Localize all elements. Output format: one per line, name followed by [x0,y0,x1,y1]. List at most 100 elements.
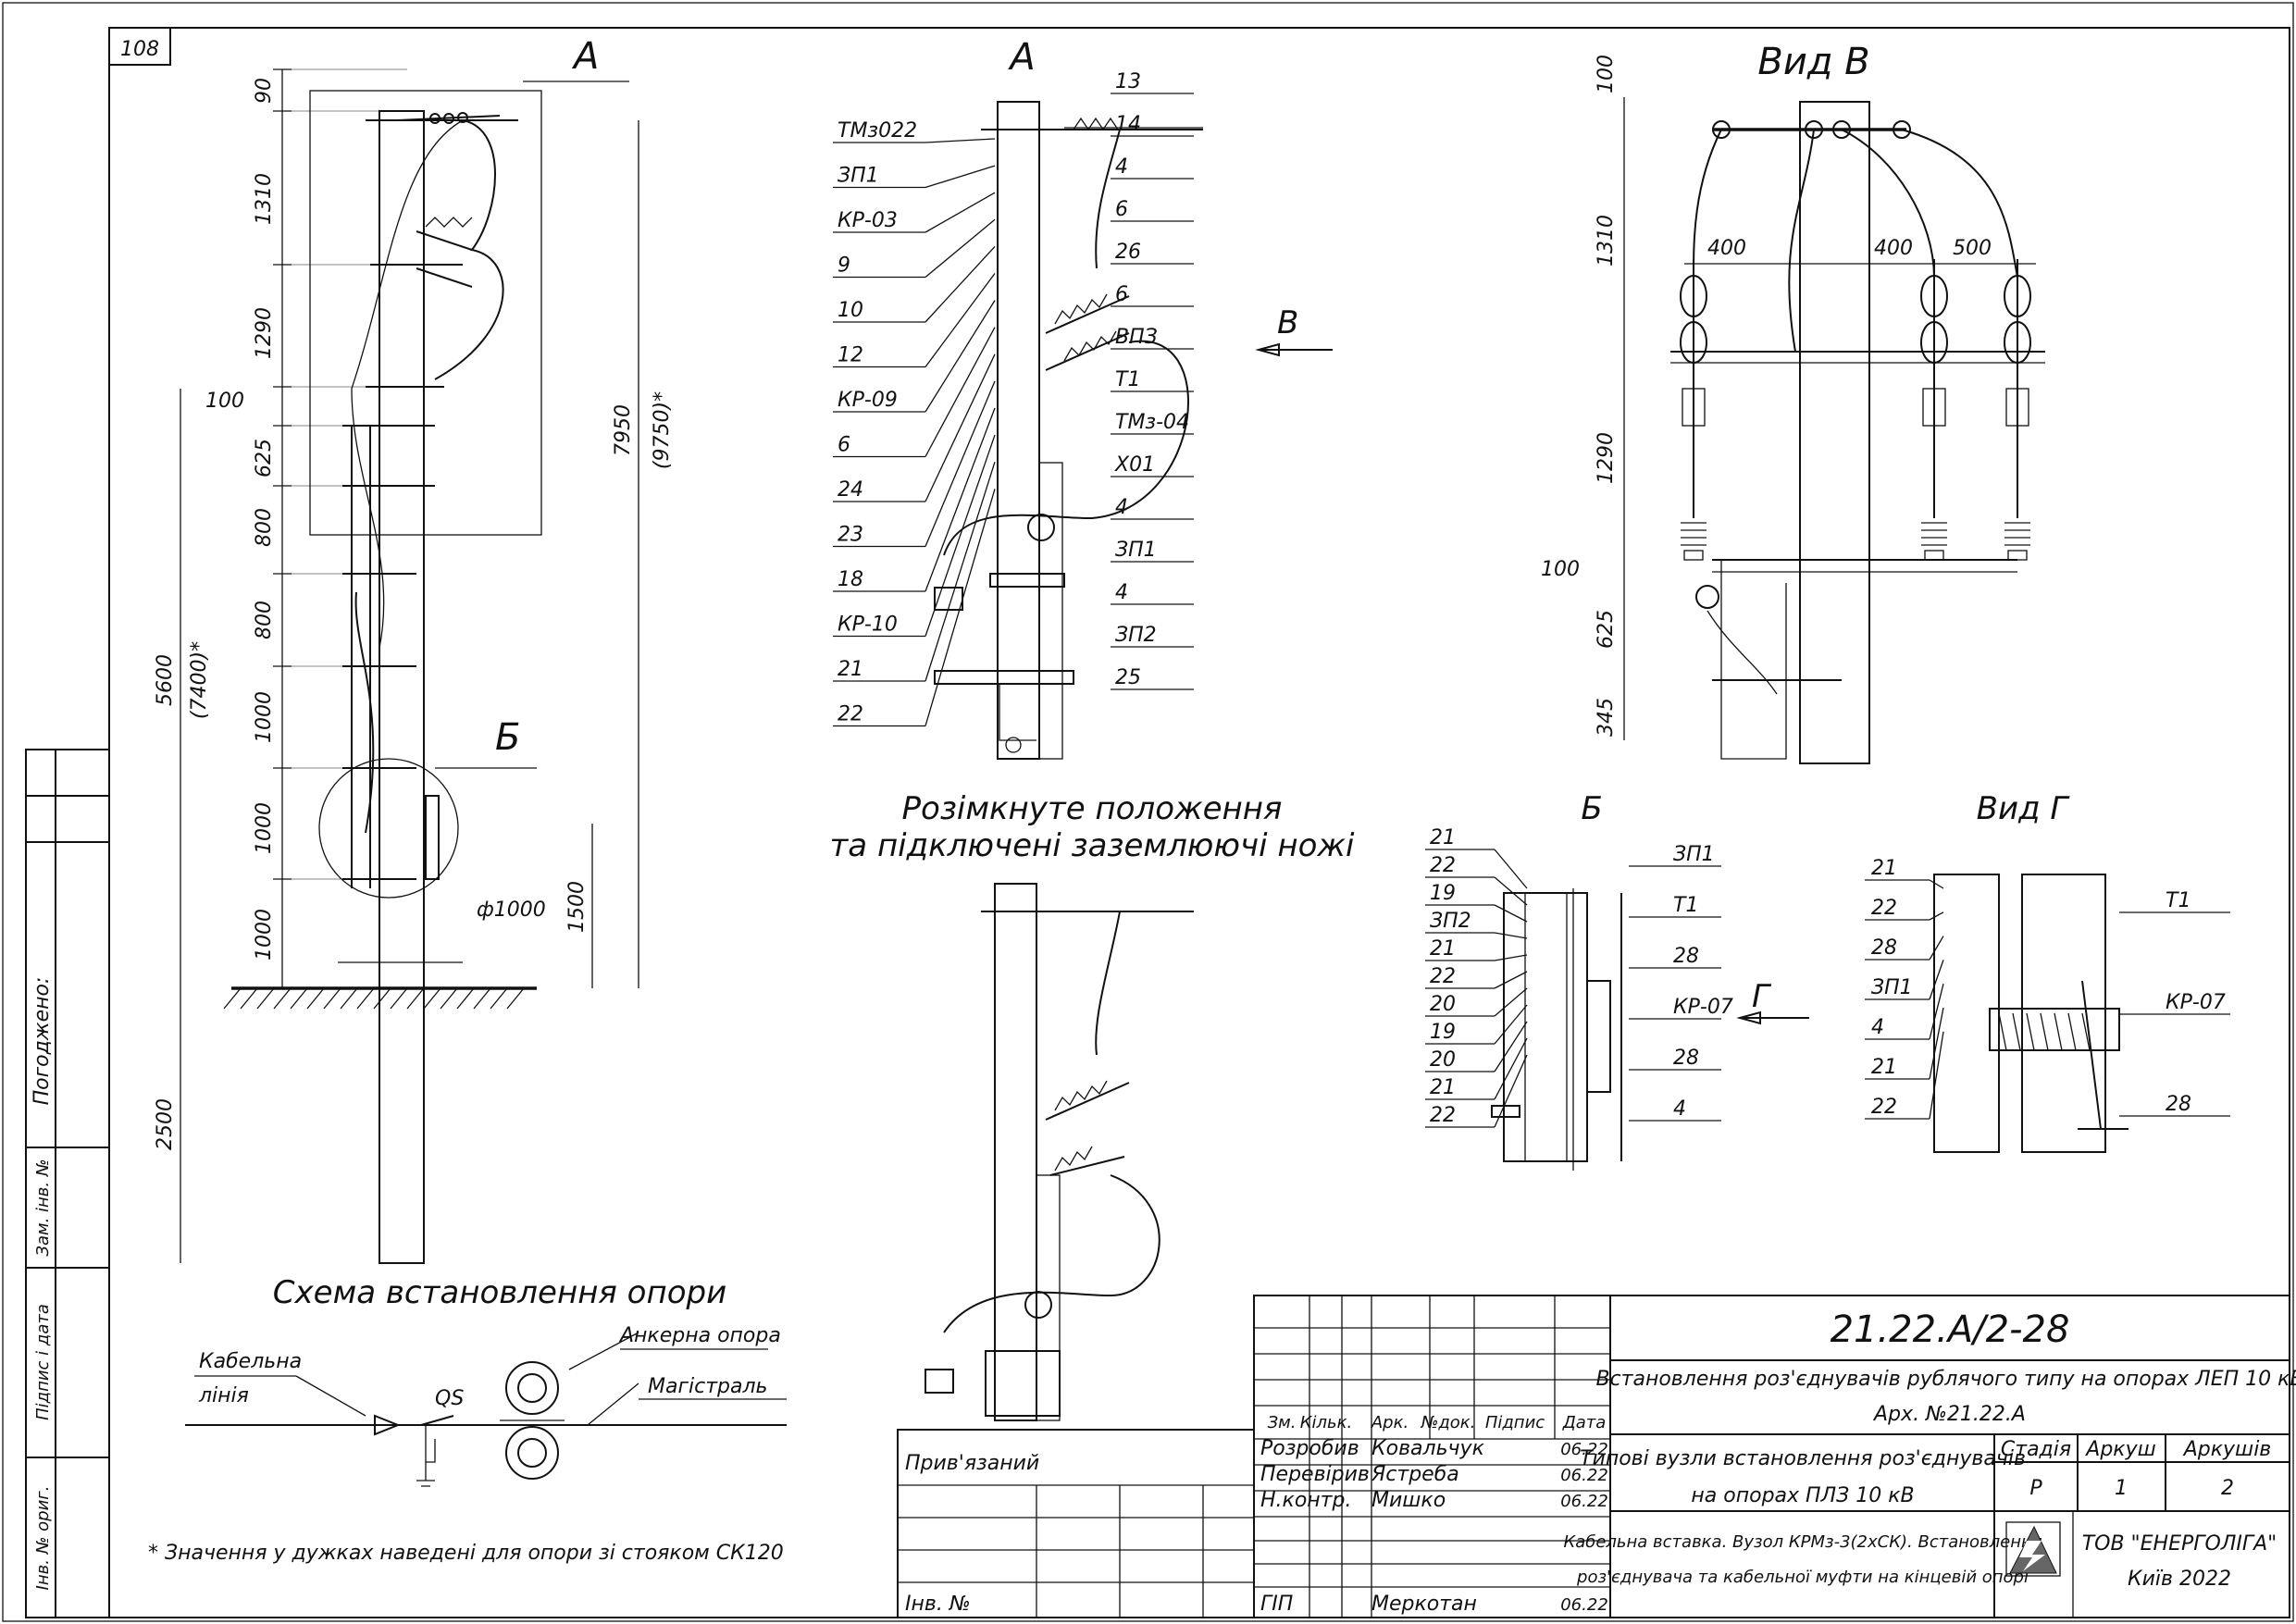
leader-pointer [925,327,996,457]
leader-label: 28 [1871,936,1897,960]
doc-code: 21.22.А/2-28 [1831,1308,2070,1351]
leader-pointer [925,273,996,367]
leader-label: ЗП1 [1871,976,1913,999]
dim-label: 1000 [253,909,276,961]
leader-label: 26 [1115,241,1141,264]
revision-headers: Зм. Кільк. Арк. №док. Підпис Дата [1268,1413,1607,1432]
name-cell: Меркотан [1371,1593,1477,1616]
inv-label: Інв. № [905,1593,971,1616]
leader-label: 21 [1430,1076,1456,1099]
leader-label: 4 [1871,1016,1884,1039]
scheme-main: Магістраль [648,1375,768,1398]
leader-pointer [1494,849,1528,889]
leader-label: 22 [1430,1104,1456,1127]
leader-pointer [1929,960,1944,1000]
detail-b-title: Б [1581,790,1602,827]
leader-pointer [925,353,996,502]
leader-label: 20 [1430,1048,1456,1072]
company-logo [2005,1521,2061,1577]
leader-label: 21 [1430,826,1456,849]
open-title-line1: Розімкнуте положення [902,790,1283,827]
detail-rect-a [309,90,542,536]
leader-pointer [1494,1054,1528,1128]
leader-pointer [1929,936,1944,961]
dim-label: 800 [253,508,276,547]
pole-detail-label: Б [495,716,520,759]
view-v-switches [1680,120,2031,561]
stamp-replaced-inv: Зам. інв. № [33,1159,53,1256]
leader-pointer [1929,1031,1944,1120]
leader-label: ЗП1 [1673,843,1715,866]
dim-label: 400 [1874,237,1913,260]
stamp-agreed: Погоджено: [31,977,54,1106]
view-v-dimension-labels: 100 1310 1290 100 625 345 400 400 500 [1541,55,1992,737]
company-city: Київ 2022 [2128,1568,2231,1591]
doc-title: Встановлення роз'єднувачів рублячого тип… [1595,1368,2296,1391]
pole-dimension-labels: 90 1310 1290 625 800 800 1000 1000 1000 … [154,78,674,1150]
leader-label: Т1 [2166,889,2191,912]
dim-label: 500 [1953,237,1992,260]
dim-ground-h: 1500 [565,881,589,933]
company-name: ТОВ "ЕНЕРГОЛІГА" [2082,1532,2277,1556]
view-v: Вид В 100 1310 1290 100 625 345 400 400 … [1541,41,2045,764]
open-position-view: Розімкнуте положення та підключені зазем… [830,790,1356,1421]
ground-hatch [223,987,525,1010]
sheets-value: 2 [2221,1477,2234,1500]
date-cell: 06.22 [1560,1466,1608,1485]
leader-pointer [925,462,996,682]
dim-label: 800 [253,601,276,639]
leader-label: 21 [1430,937,1456,961]
leader-label: 20 [1430,993,1456,1016]
leader-pointer [1494,987,1528,1017]
bound-label: Прив'язаний [905,1452,1039,1475]
leader-pointer [925,165,996,189]
leader-pointer [1494,932,1528,939]
leader-pointer [1494,1004,1528,1045]
hdr-cell: Підпис [1485,1413,1545,1432]
leader-label: 12 [838,344,863,367]
leader-label: Т1 [1115,368,1140,391]
side-stamp: Погоджено: Зам. інв. № Підпис і дата Інв… [25,749,110,1618]
hdr-cell: Арк. [1371,1413,1409,1432]
role-cell: Н.контр. [1260,1489,1351,1512]
leader-pointer [1929,911,1944,921]
date-cell: 06.22 [1560,1440,1608,1459]
leader-label: 21 [1871,1056,1897,1079]
leader-label: 14 [1115,113,1141,136]
dim-label: 100 [1595,55,1618,93]
sheets-header: Аркушів [2182,1438,2272,1461]
leader-pointer [925,489,996,726]
leader-label: 24 [838,478,863,502]
arrow-label-v: В [1277,304,1298,341]
section-1: Типові вузли встановлення роз'єднувачів [1580,1447,2026,1470]
open-title-line2: та підключені заземлюючі ножі [830,827,1356,864]
leader-label: ЗП1 [1115,539,1157,562]
leader-pointer [1494,904,1528,923]
leader-label: 19 [1430,882,1456,905]
dim-label: 2500 [154,1098,177,1150]
leader-label: 21 [1871,857,1897,880]
dim-label: 1290 [1595,432,1618,484]
leader-pointer [1929,879,1944,889]
sheet-desc-1: Кабельна вставка. Вузол КРМз-3(2хСК). Вс… [1563,1532,2042,1552]
scheme-cable-1: Кабельна [199,1350,302,1373]
leader-label: ТМз-04 [1115,411,1189,434]
role-cell: Перевірив [1260,1463,1370,1486]
leader-pointer [925,138,996,143]
leader-label: 22 [1430,965,1456,988]
date-cell: 06.22 [1560,1595,1608,1615]
sheet-value: 1 [2115,1477,2128,1500]
leader-label: Т1 [1673,894,1698,917]
dim-label: 345 [1595,698,1618,737]
leader-pointer [925,245,996,323]
hdr-cell: Зм. [1268,1413,1297,1432]
dim-label: 1310 [253,173,276,225]
detail-a-view: А В ТМз022ЗП1КР-0391012КР-096242318КР-10… [833,36,1333,760]
leader-label: 9 [838,254,850,278]
